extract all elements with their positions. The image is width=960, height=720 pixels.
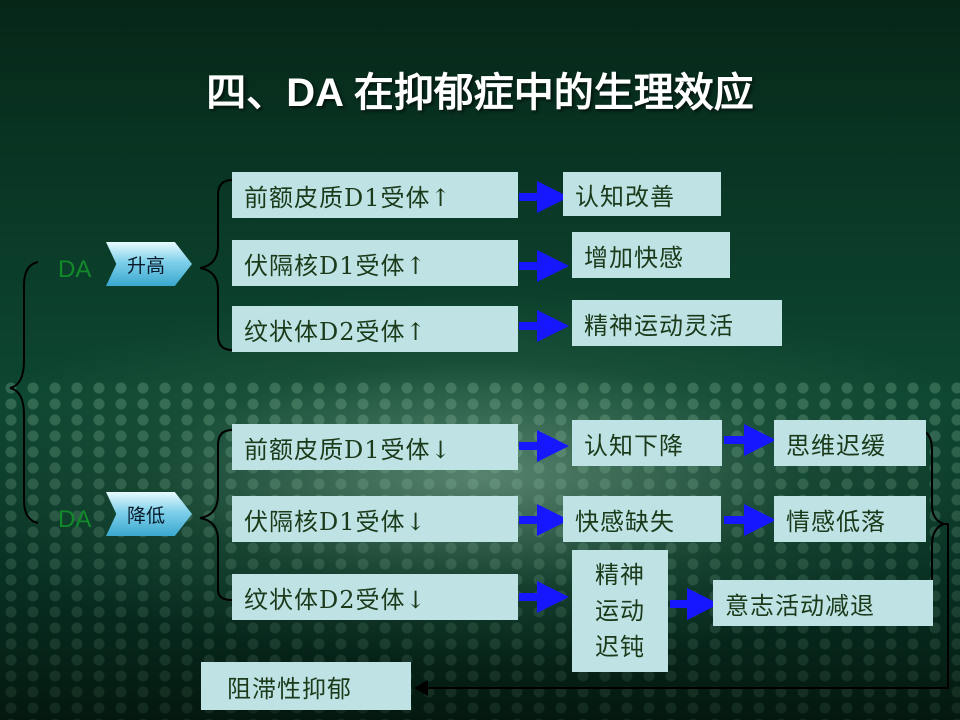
- upper-brace: [199, 179, 233, 351]
- rise-receptor-striatum: 纹状体D2受体↑: [232, 306, 518, 352]
- rise-effect-cognition: 认知改善: [563, 172, 721, 216]
- rise-receptor-pfc: 前额皮质D1受体↑: [232, 172, 518, 218]
- slide-title: 四、DA 在抑郁症中的生理效应: [206, 71, 754, 115]
- badge-fall-label: 降低: [126, 504, 165, 527]
- fall-effect-psychomotor-line1: 精神: [595, 561, 645, 589]
- rise-receptor-nac: 伏隔核D1受体↑: [232, 240, 518, 286]
- rise-effect-psychomotor: 精神运动灵活: [572, 300, 782, 346]
- fall-receptor-striatum: 纹状体D2受体↓: [232, 574, 518, 620]
- fall-effect-psychomotor-line2: 运动: [595, 597, 645, 625]
- da-label-fall: DA: [58, 506, 92, 533]
- fall-effect-psychomotor-line3: 迟钝: [595, 633, 645, 661]
- badge-rise-label: 升高: [126, 254, 165, 277]
- fall-result-thinking: 思维迟缓: [774, 420, 926, 466]
- main-brace: [9, 261, 39, 524]
- arrows: [519, 181, 776, 620]
- lower-brace: [199, 429, 233, 601]
- fall-effect-pleasure: 快感缺失: [563, 496, 721, 542]
- fall-receptor-nac: 伏隔核D1受体↓: [232, 496, 518, 542]
- fall-receptor-pfc: 前额皮质D1受体↓: [232, 424, 518, 470]
- fall-effect-psychomotor: 精神 运动 迟钝: [572, 550, 668, 672]
- fall-result-mood: 情感低落: [774, 496, 926, 542]
- fall-effect-cognition: 认知下降: [572, 420, 722, 466]
- conclusion-box: 阻滞性抑郁: [201, 662, 411, 710]
- badge-rise: 升高: [106, 242, 192, 286]
- badge-fall: 降低: [106, 492, 192, 536]
- da-label-rise: DA: [58, 256, 92, 283]
- rise-effect-pleasure: 增加快感: [572, 232, 730, 278]
- return-arrowhead: [414, 680, 428, 696]
- fall-result-will: 意志活动减退: [713, 580, 933, 626]
- return-line: [426, 523, 949, 689]
